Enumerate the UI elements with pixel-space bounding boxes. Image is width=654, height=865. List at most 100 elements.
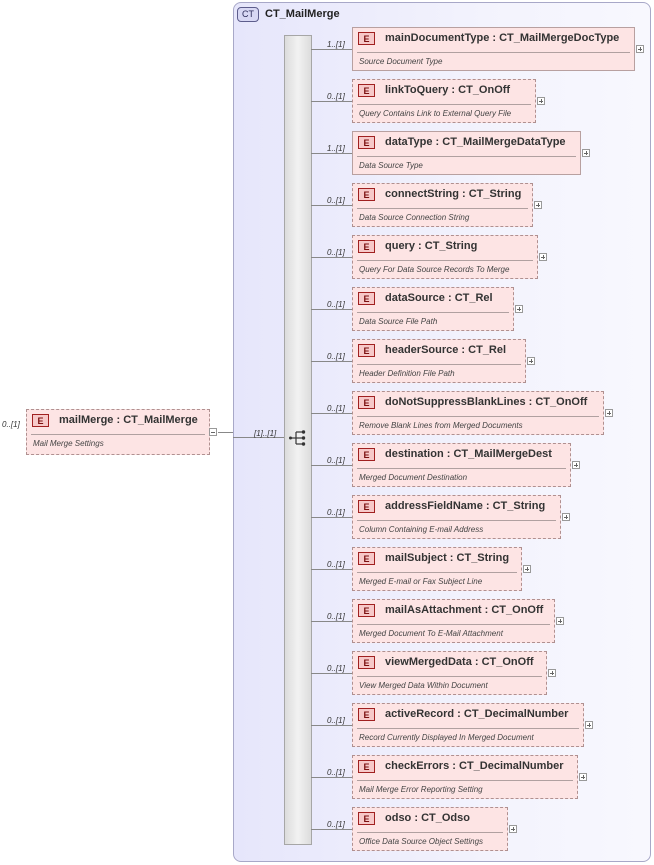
element-badge-icon: E [358,708,375,721]
connector-child [311,569,352,570]
child-element-name: activeRecord [385,708,455,720]
child-element-title: mailSubject : CT_String [385,552,510,564]
expand-plus-icon[interactable] [556,617,564,625]
child-cardinality: 0..[1] [327,820,345,829]
child-divider [357,676,542,677]
child-divider [357,780,573,781]
child-element-type: CT_MailMergeDataType [442,136,566,148]
connector-child [311,465,352,466]
child-element-type: CT_Rel [454,292,493,304]
child-element-type: CT_OnOff [491,604,544,616]
child-element-name: checkErrors [385,760,450,772]
child-cardinality: 0..[1] [327,664,345,673]
expand-plus-icon[interactable] [579,773,587,781]
child-cardinality: 0..[1] [327,248,345,257]
expand-plus-icon[interactable] [548,669,556,677]
expand-plus-icon[interactable] [537,97,545,105]
element-badge-icon: E [358,240,375,253]
child-element-doc: Merged E-mail or Fax Subject Line [359,577,483,586]
child-divider [357,208,528,209]
expand-plus-icon[interactable] [572,461,580,469]
child-cardinality: 0..[1] [327,508,345,517]
child-divider [357,104,531,105]
connector-child [311,777,352,778]
collapse-minus-icon[interactable] [209,428,217,436]
child-element-name: addressFieldName [385,500,483,512]
child-divider [357,832,503,833]
expand-plus-icon[interactable] [527,357,535,365]
connector-child [311,673,352,674]
child-element-doc: Source Document Type [359,57,443,66]
child-element-doc: Data Source File Path [359,317,438,326]
connector-child [311,361,352,362]
connector-child [311,829,352,830]
child-element-doc: Header Definition File Path [359,369,455,378]
sequence-compositor-icon[interactable] [289,430,307,446]
expand-plus-icon[interactable] [539,253,547,261]
child-divider [357,312,509,313]
child-divider [357,572,517,573]
element-badge-icon: E [358,760,375,773]
child-cardinality: 0..[1] [327,196,345,205]
root-element-doc: Mail Merge Settings [33,439,104,448]
expand-plus-icon[interactable] [562,513,570,521]
child-element-doc: Mail Merge Error Reporting Setting [359,785,483,794]
connector-child [311,153,352,154]
child-element-title: checkErrors : CT_DecimalNumber [385,760,564,772]
child-cardinality: 0..[1] [327,456,345,465]
child-element-type: CT_OnOff [535,396,588,408]
child-element-name: viewMergedData [385,656,472,668]
child-element-doc: Merged Document To E-Mail Attachment [359,629,503,638]
expand-plus-icon[interactable] [605,409,613,417]
child-element-name: headerSource [385,344,459,356]
child-element-type: CT_String [456,552,510,564]
root-element-box[interactable]: E mailMerge : CT_MailMerge Mail Merge Se… [26,409,210,455]
element-badge-icon: E [358,656,375,669]
child-element-name: odso [385,812,412,824]
child-cardinality: 0..[1] [327,404,345,413]
child-divider [357,364,521,365]
child-element-doc: View Merged Data Within Document [359,681,488,690]
root-element-name: mailMerge [59,414,114,426]
connector-child [311,621,352,622]
root-element-type: CT_MailMerge [123,414,198,426]
expand-plus-icon[interactable] [515,305,523,313]
child-cardinality: 1..[1] [327,40,345,49]
connector-root-panel [218,432,233,433]
expand-plus-icon[interactable] [585,721,593,729]
expand-plus-icon[interactable] [636,45,644,53]
expand-plus-icon[interactable] [523,565,531,573]
expand-plus-icon[interactable] [509,825,517,833]
child-element-title: linkToQuery : CT_OnOff [385,84,511,96]
child-element-doc: Remove Blank Lines from Merged Documents [359,421,523,430]
child-element-title: viewMergedData : CT_OnOff [385,656,534,668]
child-element-title: connectString : CT_String [385,188,522,200]
connector-child [311,257,352,258]
expand-plus-icon[interactable] [582,149,590,157]
element-badge-icon: E [358,84,375,97]
child-divider [357,468,566,469]
child-element-type: CT_Rel [468,344,507,356]
expand-plus-icon[interactable] [534,201,542,209]
child-element-name: mailSubject [385,552,447,564]
child-element-name: doNotSuppressBlankLines [385,396,526,408]
child-element-title: doNotSuppressBlankLines : CT_OnOff [385,396,588,408]
complex-type-name: CT_MailMerge [265,8,340,20]
child-element-title: dataSource : CT_Rel [385,292,493,304]
